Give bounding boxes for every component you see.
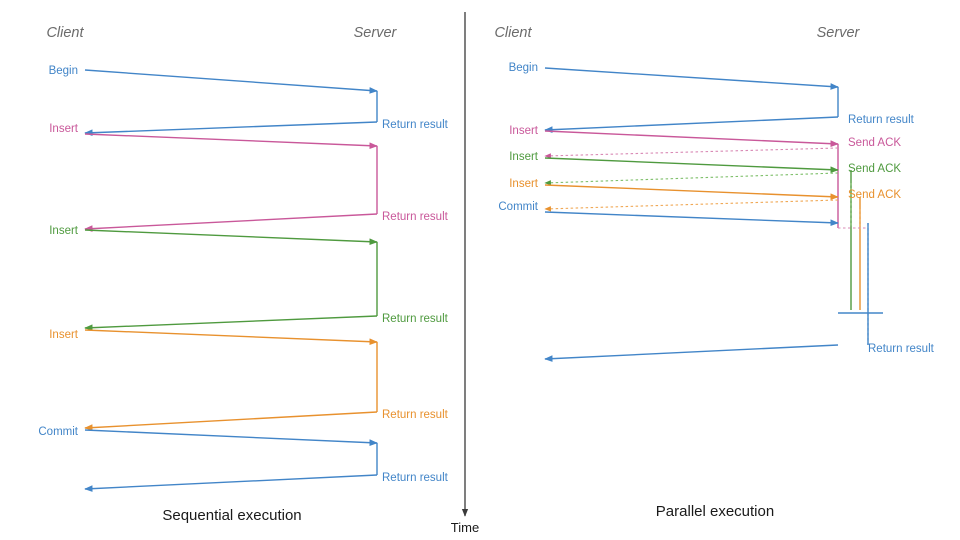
message-label-insert1-request: Insert <box>509 125 539 137</box>
panel-parallel-server-role-label: Server <box>817 25 861 41</box>
message-label-begin-return: Return result <box>382 119 449 131</box>
panel-sequential-client-role-label: Client <box>46 25 84 41</box>
message-label-insert3-request: Insert <box>49 329 79 341</box>
panel-parallel-client-role-label: Client <box>494 25 532 41</box>
message-label-insert2-request: Insert <box>49 225 79 237</box>
message-arrow-insert1-return <box>84 213 378 232</box>
message-label-begin-request: Begin <box>49 65 78 77</box>
message-label-commit-return: Return result <box>868 343 935 355</box>
message-arrow-insert2-request <box>544 157 839 174</box>
message-label-commit-request: Commit <box>38 426 78 438</box>
message-arrow-insert1-request <box>84 133 378 150</box>
message-label-begin-request: Begin <box>509 62 538 74</box>
message-arrow-commit-request <box>544 211 839 227</box>
message-label-commit-request: Commit <box>498 201 538 213</box>
panel-sequential-server-role-label: Server <box>354 25 398 41</box>
message-arrow-insert1-request <box>544 130 839 148</box>
message-label-commit-return: Return result <box>382 472 449 484</box>
message-label-insert2-request: Insert <box>509 151 539 163</box>
message-arrow-begin-request <box>544 67 839 90</box>
message-arrow-commit-return <box>544 344 839 362</box>
message-arrow-begin-return <box>84 121 378 137</box>
message-label-begin-return: Return result <box>848 114 915 126</box>
message-arrow-begin-request <box>84 69 378 94</box>
message-label-insert3-request: Insert <box>509 178 539 190</box>
message-arrow-insert2-ack <box>544 172 839 186</box>
message-label-insert1-request: Insert <box>49 123 79 135</box>
message-label-insert2-return: Return result <box>382 313 449 325</box>
message-arrow-insert1-ack <box>544 147 839 159</box>
message-arrow-insert3-ack <box>544 199 839 212</box>
message-label-insert1-return: Return result <box>382 211 449 223</box>
time-axis: Time <box>451 12 479 535</box>
panel-sequential-caption: Sequential execution <box>162 507 301 524</box>
message-arrow-insert3-request <box>544 184 839 201</box>
message-label-insert3-return: Return result <box>382 409 449 421</box>
message-arrow-insert3-return <box>84 411 378 431</box>
message-arrow-commit-request <box>84 429 378 447</box>
message-label-insert3-ack: Send ACK <box>848 189 901 201</box>
message-arrow-commit-return <box>84 474 378 492</box>
panel-parallel-caption: Parallel execution <box>656 503 774 520</box>
message-label-insert2-ack: Send ACK <box>848 163 901 175</box>
message-arrow-insert2-request <box>84 229 378 246</box>
message-label-insert1-ack: Send ACK <box>848 137 901 149</box>
message-arrow-begin-return <box>544 116 839 134</box>
time-axis-label: Time <box>451 520 479 535</box>
message-arrow-insert2-return <box>84 315 378 332</box>
message-arrow-insert3-request <box>84 329 378 346</box>
